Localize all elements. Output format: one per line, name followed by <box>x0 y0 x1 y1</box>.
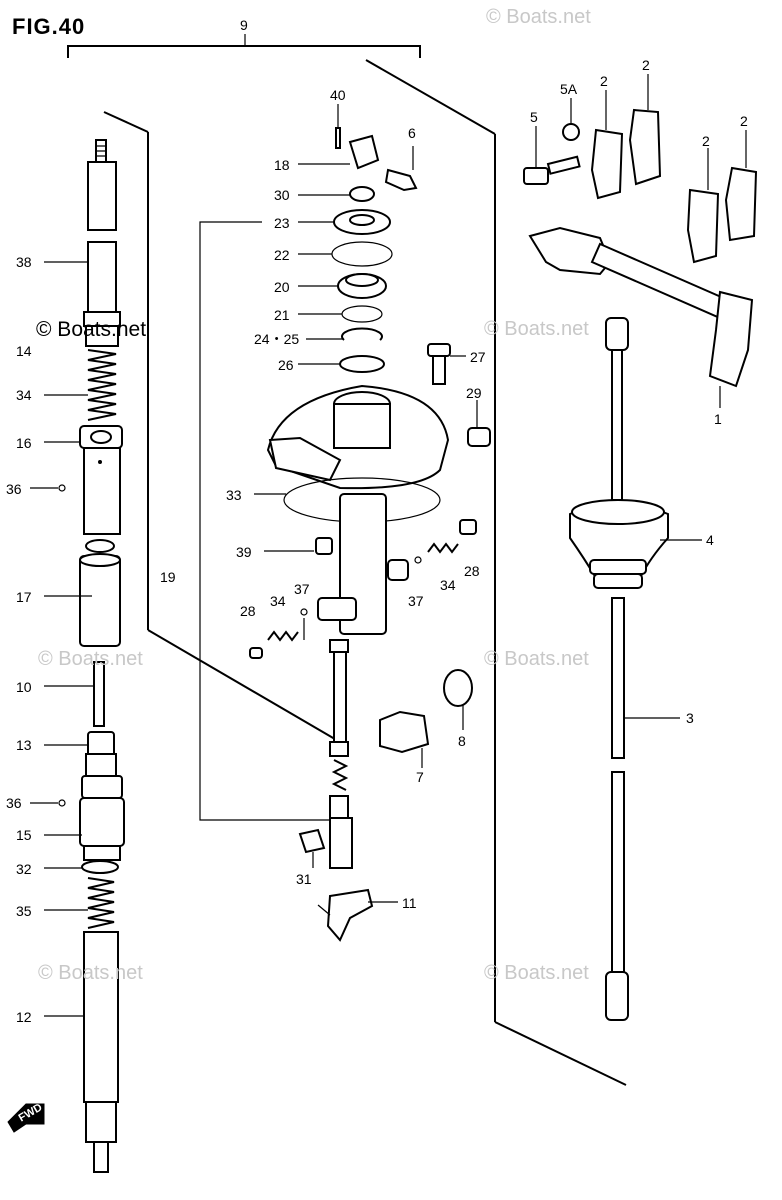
part-label-8: 8 <box>458 733 466 749</box>
part-label-19: 19 <box>160 569 176 585</box>
part-label-9: 9 <box>240 17 248 33</box>
part-label-30: 30 <box>274 187 290 203</box>
part-label-18: 18 <box>274 157 290 173</box>
frame-line-bottom <box>494 1021 627 1086</box>
part-label-2: 2 <box>702 133 710 149</box>
part-label-17: 17 <box>16 589 32 605</box>
watermark: © Boats.net <box>36 318 147 341</box>
part-label-36: 36 <box>6 481 22 497</box>
part-label-16: 16 <box>16 435 32 451</box>
part-label-2: 2 <box>642 57 650 73</box>
fwd-arrow-icon <box>7 1103 45 1133</box>
watermark: © Boats.net <box>484 318 589 340</box>
shift-rod-assembly <box>523 108 758 1021</box>
frame-line-top <box>365 59 496 135</box>
part-label-37: 37 <box>408 593 424 609</box>
part-label-38: 38 <box>16 254 32 270</box>
part-label-33: 33 <box>226 487 242 503</box>
bracket-19 <box>199 221 340 821</box>
part-label-34: 34 <box>270 593 286 609</box>
part-label-14: 14 <box>16 343 32 359</box>
part-label-23: 23 <box>274 215 290 231</box>
part-label-34: 34 <box>16 387 32 403</box>
watermark: © Boats.net <box>484 648 589 670</box>
part-label-13: 13 <box>16 737 32 753</box>
part-label-15: 15 <box>16 827 32 843</box>
watermark: © Boats.net <box>484 962 589 984</box>
part-label-28: 28 <box>464 563 480 579</box>
watermark: © Boats.net <box>38 962 143 984</box>
part-label-31: 31 <box>296 871 312 887</box>
part-label-2: 2 <box>600 73 608 89</box>
part-label-5a: 5A <box>560 81 578 97</box>
part-label-39: 39 <box>236 544 252 560</box>
part-label-10: 10 <box>16 679 32 695</box>
part-label-2: 2 <box>740 113 748 129</box>
part-label-21: 21 <box>274 307 290 323</box>
part-label-7: 7 <box>416 769 424 785</box>
part-label-32: 32 <box>16 861 32 877</box>
part-label-4: 4 <box>706 532 714 548</box>
part-label-34: 34 <box>440 577 456 593</box>
part-label-37: 37 <box>294 581 310 597</box>
part-label-12: 12 <box>16 1009 32 1025</box>
part-label-27: 27 <box>470 349 486 365</box>
part-label-3: 3 <box>686 710 694 726</box>
part-label-36: 36 <box>6 795 22 811</box>
part-label-1: 1 <box>714 411 722 427</box>
part-label-40: 40 <box>330 87 346 103</box>
part-label-35: 35 <box>16 903 32 919</box>
part-label-29: 29 <box>466 385 482 401</box>
leader-lines <box>30 74 747 1017</box>
watermark: © Boats.net <box>486 6 591 28</box>
part-label-28: 28 <box>240 603 256 619</box>
part-label-22: 22 <box>274 247 290 263</box>
shift-housing-assembly <box>249 127 491 942</box>
part-label-26: 26 <box>278 357 294 373</box>
shift-shaft-assembly <box>79 139 125 1173</box>
bracket-9 <box>67 45 421 58</box>
part-label-20: 20 <box>274 279 290 295</box>
part-label-24-25: 24・25 <box>254 331 300 347</box>
part-label-6: 6 <box>408 125 416 141</box>
watermark: © Boats.net <box>38 648 143 670</box>
part-label-5: 5 <box>530 109 538 125</box>
part-label-11: 11 <box>402 895 417 911</box>
figure-title: FIG.40 <box>12 14 86 39</box>
